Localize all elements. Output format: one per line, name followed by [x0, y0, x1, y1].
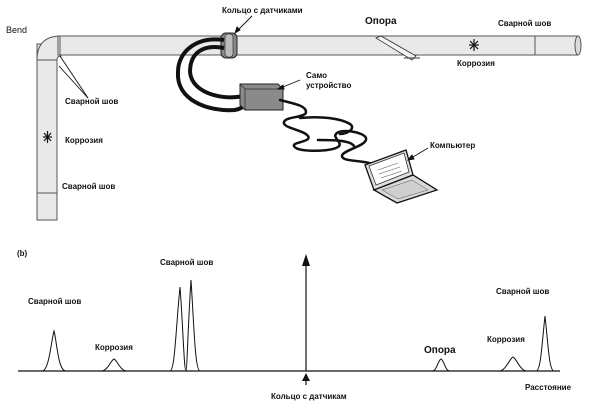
peak-support — [431, 358, 451, 372]
peak-weld-1 — [41, 329, 67, 372]
weld-bend-label: Сварной шов — [65, 97, 118, 106]
corrosion-spot-left — [43, 131, 52, 143]
pipe-installation: Bend Кольцо с датчиками Опора Сварной шо… — [6, 6, 582, 221]
weld-left-label: Сварной шов — [62, 182, 115, 191]
sensor-ring-marker — [302, 254, 310, 385]
support-label: Опора — [365, 16, 397, 27]
distance-axis-label: Расстояние — [525, 383, 572, 392]
computer-cable — [278, 98, 374, 166]
callout-lines — [58, 15, 429, 161]
peak-corrosion-1 — [101, 358, 127, 372]
horizontal-pipe — [57, 35, 579, 56]
corrosion-right-label: Коррозия — [457, 59, 495, 68]
peak-weld-2 — [535, 315, 555, 372]
peak-weld-double — [169, 279, 201, 372]
corrosion-left-label: Коррозия — [65, 136, 103, 145]
sensor-ring — [220, 32, 238, 59]
pipe-support — [375, 35, 420, 61]
peak-corrosion-2-label: Коррозия — [487, 335, 525, 344]
peak-corrosion-2 — [499, 356, 527, 372]
sensor-ring-label: Кольцо с датчиками — [222, 6, 303, 15]
computer-label: Компьютер — [430, 141, 475, 150]
device-label-line2: устройство — [306, 81, 351, 90]
pipe-end — [574, 35, 582, 56]
panel-b-label: (b) — [17, 249, 28, 258]
laptop — [364, 149, 439, 204]
weld-right-label: Сварной шов — [498, 19, 551, 28]
instrument-box — [239, 83, 284, 111]
device-label-line1: Само — [306, 71, 327, 80]
peak-weld-double-label: Сварной шов — [160, 258, 213, 267]
signal-trace-panel: (b) Сварной шов Коррозия Сварной шов Опо… — [17, 249, 572, 401]
bend-label: Bend — [6, 25, 27, 35]
peak-weld-1-label: Сварной шов — [28, 297, 81, 306]
computer-cable-loops — [298, 116, 356, 148]
peak-corrosion-1-label: Коррозия — [95, 343, 133, 352]
pipe-bend — [36, 35, 62, 61]
corrosion-spot-right — [469, 39, 479, 51]
peak-support-label: Опора — [424, 345, 456, 356]
sensor-ring-axis-label: Кольцо с датчикам — [271, 392, 347, 401]
peak-weld-2-label: Сварной шов — [496, 287, 549, 296]
